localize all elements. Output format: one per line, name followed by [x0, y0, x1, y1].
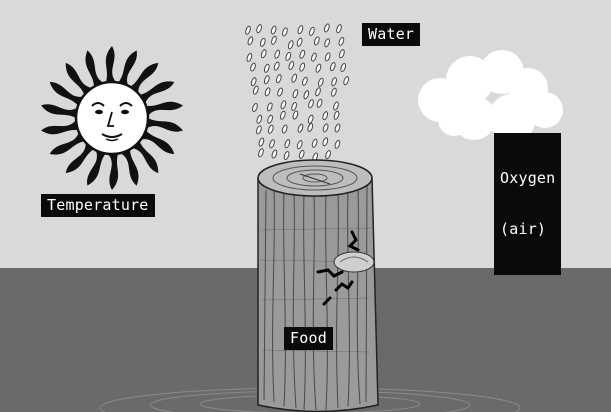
- tree-stump-icon: [258, 160, 378, 412]
- oxygen-label-line1: Oxygen: [500, 170, 555, 187]
- oxygen-label: Oxygen (air): [494, 133, 561, 275]
- food-label: Food: [284, 327, 333, 350]
- oxygen-label-line2: (air): [500, 221, 555, 238]
- temperature-label: Temperature: [41, 194, 155, 217]
- water-label: Water: [362, 23, 420, 46]
- fungus-icon: [334, 252, 374, 272]
